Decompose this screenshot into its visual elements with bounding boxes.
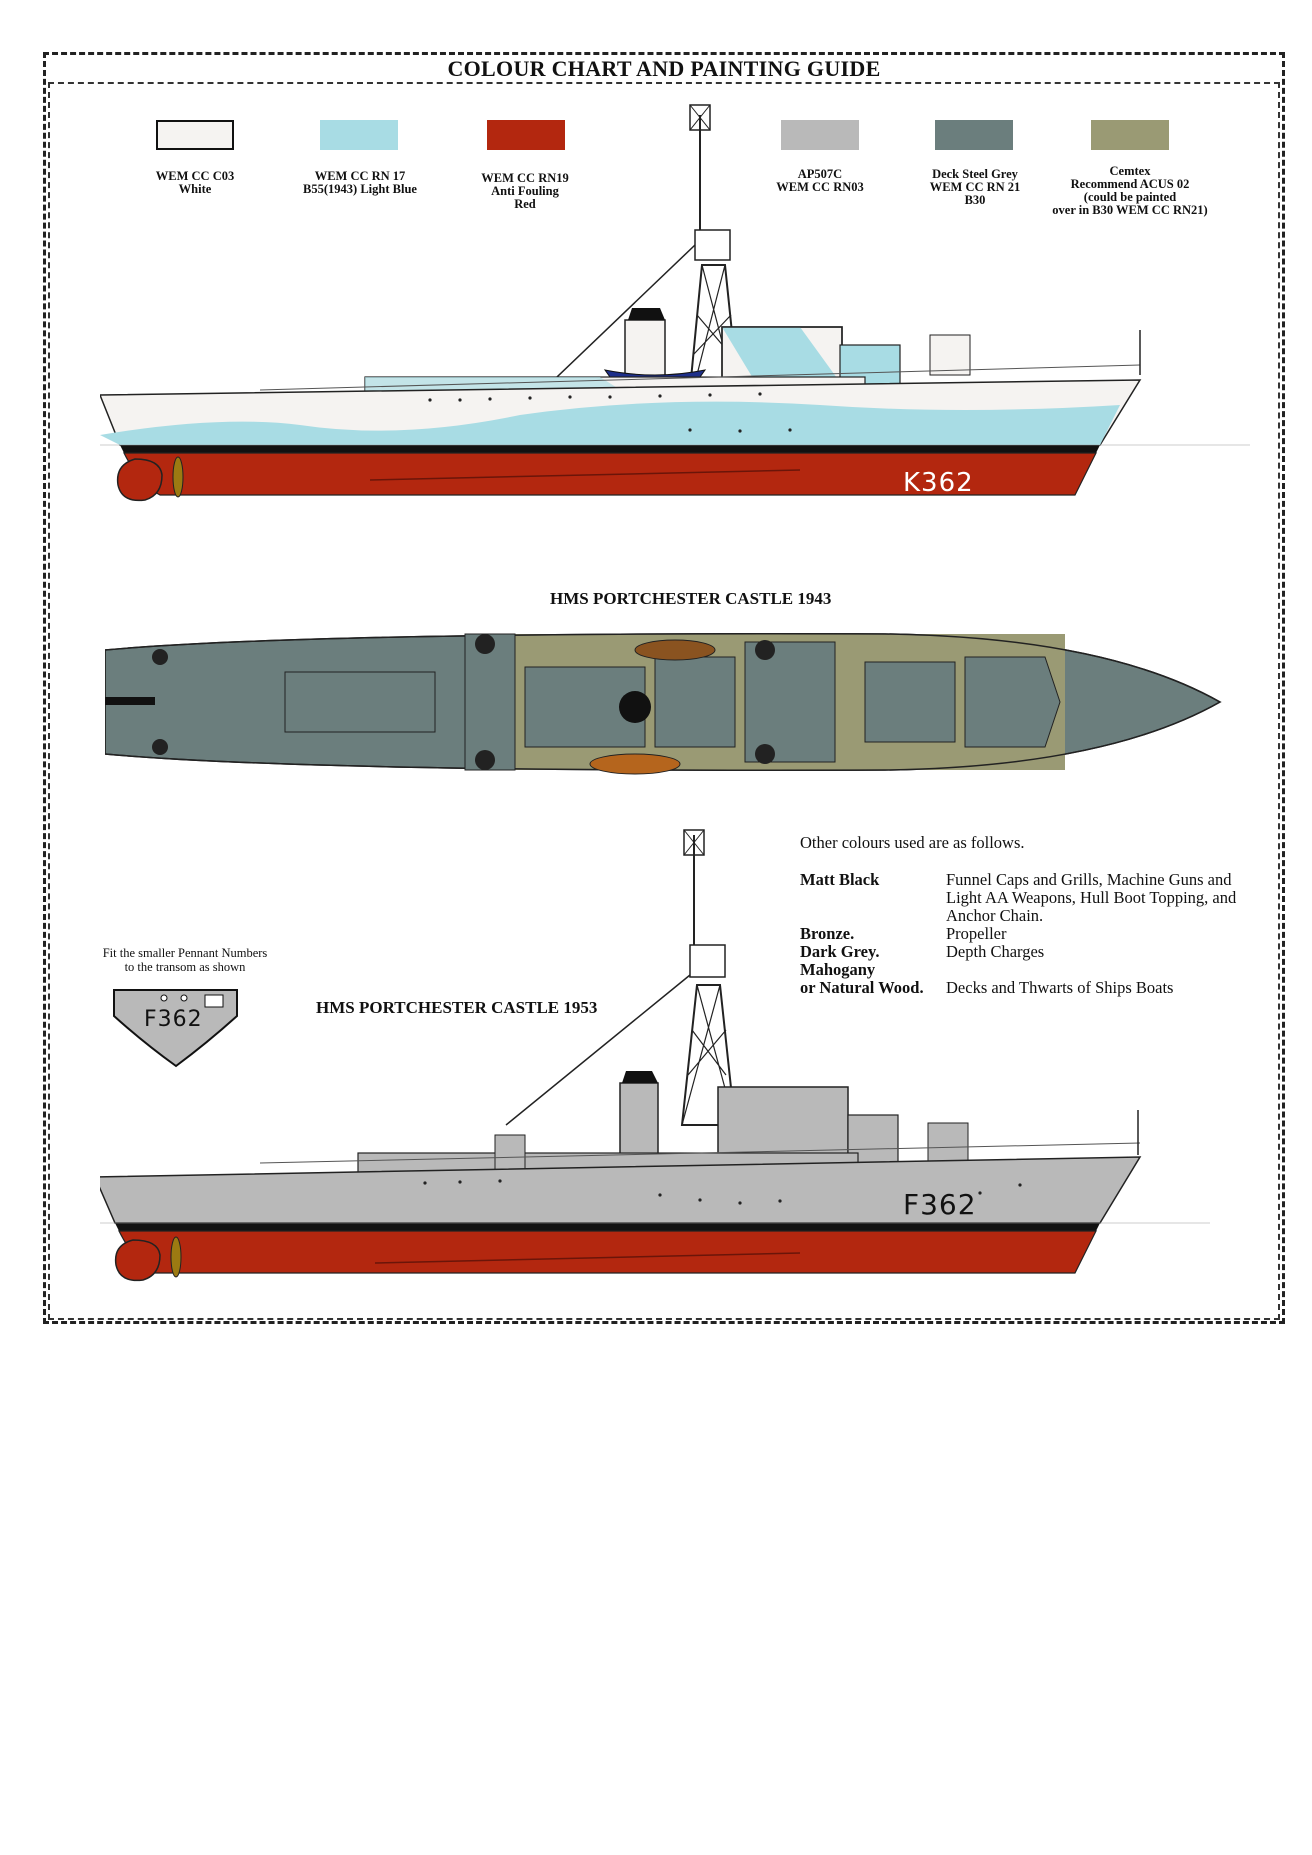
note-row: Mahogany [800, 961, 1270, 979]
note-row: Bronze. Propeller [800, 925, 1270, 943]
transom-pennant-number: F362 [144, 1007, 203, 1032]
ship-1953-pennant-number: F362 [903, 1188, 977, 1221]
ship-1943-pennant-number: K362 [903, 468, 974, 498]
note-key: Dark Grey. [800, 942, 880, 961]
swatch-white [156, 120, 234, 150]
swatch-light-blue [320, 120, 398, 150]
other-colours-notes: Other colours used are as follows. Matt … [800, 833, 1270, 997]
ship-1943-profile [100, 104, 1250, 502]
note-value: Funnel Caps and Grills, Machine Guns and… [946, 870, 1237, 925]
note-key: Matt Black [800, 870, 880, 889]
ship-1953-title: HMS PORTCHESTER CASTLE 1953 [316, 998, 598, 1017]
swatch-label-red: WEM CC RN19 Anti Fouling Red [481, 171, 569, 211]
swatch-label-cemtex: Cemtex Recommend ACUS 02 (could be paint… [1052, 164, 1208, 217]
note-row: Dark Grey. Depth Charges [800, 943, 1270, 961]
swatch-label-grey: AP507C WEM CC RN03 [776, 167, 864, 194]
note-key: or Natural Wood. [800, 978, 924, 997]
note-key: Bronze. [800, 924, 855, 943]
notes-intro: Other colours used are as follows. [800, 833, 1025, 852]
swatch-cemtex [1091, 120, 1169, 150]
swatch-label-light-blue: WEM CC RN 17 B55(1943) Light Blue [303, 169, 417, 196]
ship-1953-profile [100, 829, 1210, 1282]
transom-shield [113, 989, 238, 1068]
inner-dashed-frame [48, 82, 1280, 1320]
outer-dashed-frame [43, 52, 1285, 1324]
transom-note: Fit the smaller Pennant Numbers to the t… [102, 946, 268, 974]
ship-1943-title: HMS PORTCHESTER CASTLE 1943 [550, 589, 832, 608]
swatch-label-white: WEM CC C03 White [155, 169, 235, 196]
page-title: COLOUR CHART AND PAINTING GUIDE [447, 56, 881, 81]
swatch-label-deck-steel-grey: Deck Steel Grey WEM CC RN 21 B30 [929, 167, 1021, 207]
note-value: Decks and Thwarts of Ships Boats [946, 978, 1174, 997]
note-value: Propeller [946, 924, 1007, 943]
note-row: or Natural Wood. Decks and Thwarts of Sh… [800, 979, 1270, 997]
note-row: Matt Black Funnel Caps and Grills, Machi… [800, 871, 1270, 925]
note-value: Depth Charges [946, 942, 1045, 961]
swatch-grey [781, 120, 859, 150]
ship-plan-view [105, 633, 1222, 775]
swatch-deck-steel-grey [935, 120, 1013, 150]
note-key: Mahogany [800, 960, 876, 979]
swatch-red [487, 120, 565, 150]
